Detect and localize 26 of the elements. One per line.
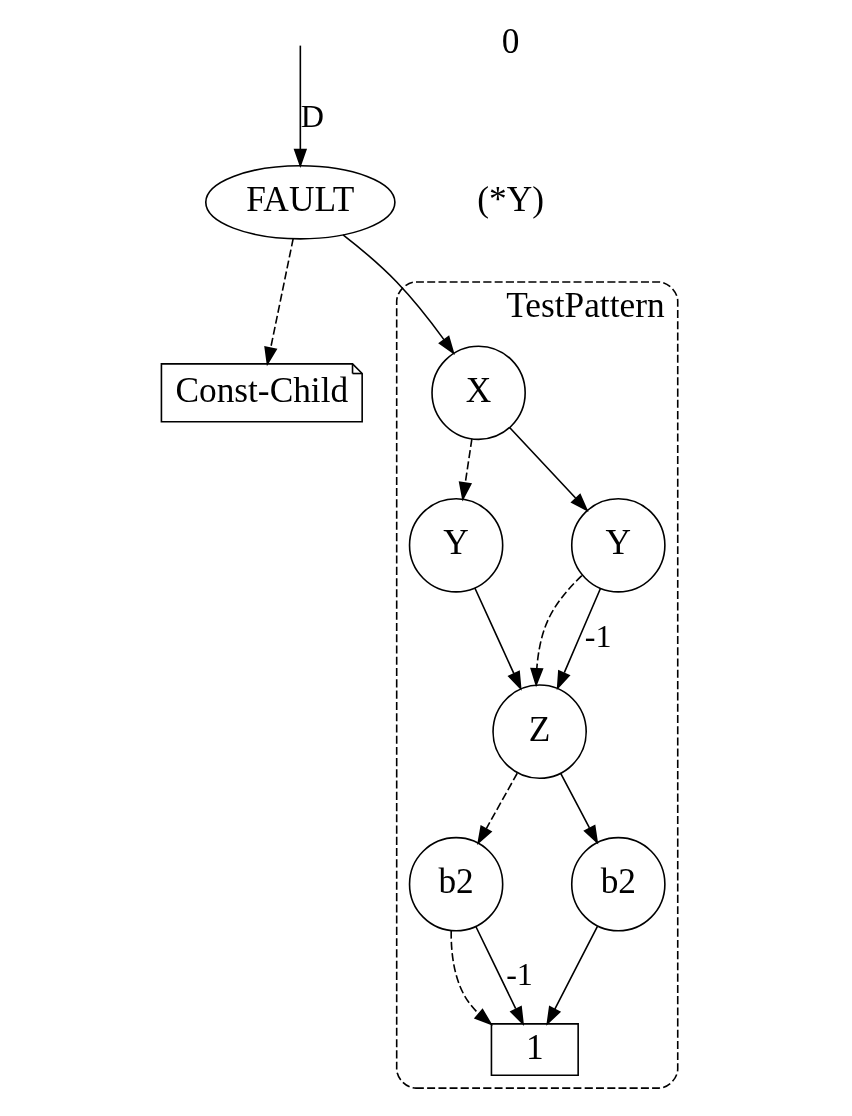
- node-circle: Y: [408, 497, 504, 593]
- edge-label: D: [300, 98, 324, 135]
- arrow: [530, 574, 583, 688]
- arrow: [264, 237, 294, 367]
- node-circle: X: [431, 345, 526, 441]
- arrow: [559, 772, 599, 845]
- arrow: [293, 44, 308, 169]
- arrow: [508, 426, 589, 512]
- arrow: [458, 438, 473, 502]
- edge-label: -1: [506, 956, 533, 993]
- node-circle: Z: [492, 684, 587, 779]
- edge-label: -1: [584, 617, 612, 654]
- arrow: [546, 925, 599, 1026]
- label: 0: [501, 21, 520, 61]
- node-circle: b2: [408, 836, 504, 932]
- node-box: 1: [490, 1023, 579, 1077]
- arrow: [556, 587, 602, 691]
- label: (*Y): [477, 180, 545, 220]
- arrow: [450, 929, 493, 1026]
- node-circle: Y: [570, 497, 666, 593]
- arrow: [474, 587, 522, 691]
- arrow: [477, 772, 519, 846]
- arrow: [342, 234, 455, 355]
- node-circle: b2: [570, 836, 666, 932]
- arrow: [475, 925, 525, 1026]
- node-ellipse: FAULT: [204, 164, 396, 240]
